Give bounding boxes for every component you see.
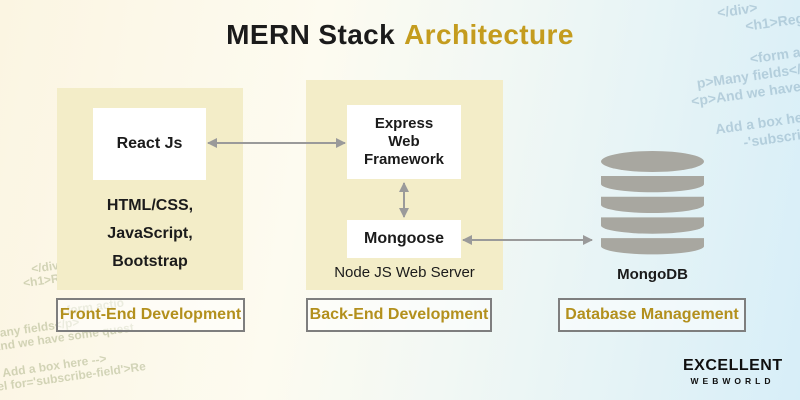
tech-item: HTML/CSS,: [106, 197, 194, 214]
frontend-section-label: Front-End Development: [56, 298, 245, 332]
express-node: Express Web Framework: [347, 105, 461, 179]
title-gold: Architecture: [404, 19, 574, 50]
watermark-line: Add a box here --: [714, 105, 800, 138]
mongoose-node: Mongoose: [347, 220, 461, 258]
logo-text-bottom: WEBWORLD: [690, 376, 775, 386]
express-label-line: Framework: [363, 151, 445, 168]
frontend-tech-list: HTML/CSS, JavaScript, Bootstrap: [57, 192, 243, 276]
excellent-webworld-logo: EXCELLENT WEBWORLD: [683, 357, 783, 386]
arrow-express-mongoose: [399, 182, 409, 218]
backend-panel: Express Web Framework Mongoose Node JS W…: [306, 80, 503, 290]
backend-section-label: Back-End Development: [306, 298, 492, 332]
watermark-line: <p>And we have some q: [690, 71, 800, 110]
arrow-mongoose-mongodb: [462, 235, 593, 245]
database-section-label: Database Management: [558, 298, 746, 332]
nodejs-server-label: Node JS Web Server: [334, 264, 475, 281]
express-label-line: Web: [388, 133, 420, 150]
express-label-line: Express: [374, 115, 434, 132]
watermark-line: -'subscribe-fiel: [742, 120, 800, 151]
watermark-line: - Add a box here -->: [0, 351, 108, 381]
react-label: React Js: [116, 135, 183, 152]
watermark-line: p>Many fields</p>: [695, 58, 800, 92]
frontend-panel: React Js HTML/CSS, JavaScript, Bootstrap: [57, 88, 243, 290]
watermark-line: el for='subscribe-field'>Re: [0, 359, 147, 394]
mongoose-label: Mongoose: [364, 230, 444, 247]
page-title: MERN Stack Architecture: [0, 19, 800, 51]
arrow-react-express: [207, 138, 346, 148]
tech-item: JavaScript,: [107, 225, 193, 242]
database-cylinder-icon: [601, 151, 704, 255]
react-node: React Js: [93, 108, 206, 180]
title-black: MERN Stack: [226, 19, 396, 50]
mongodb-label: MongoDB: [617, 266, 688, 283]
tech-item: Bootstrap: [112, 253, 188, 270]
logo-text-top: EXCELLENT: [683, 357, 783, 374]
